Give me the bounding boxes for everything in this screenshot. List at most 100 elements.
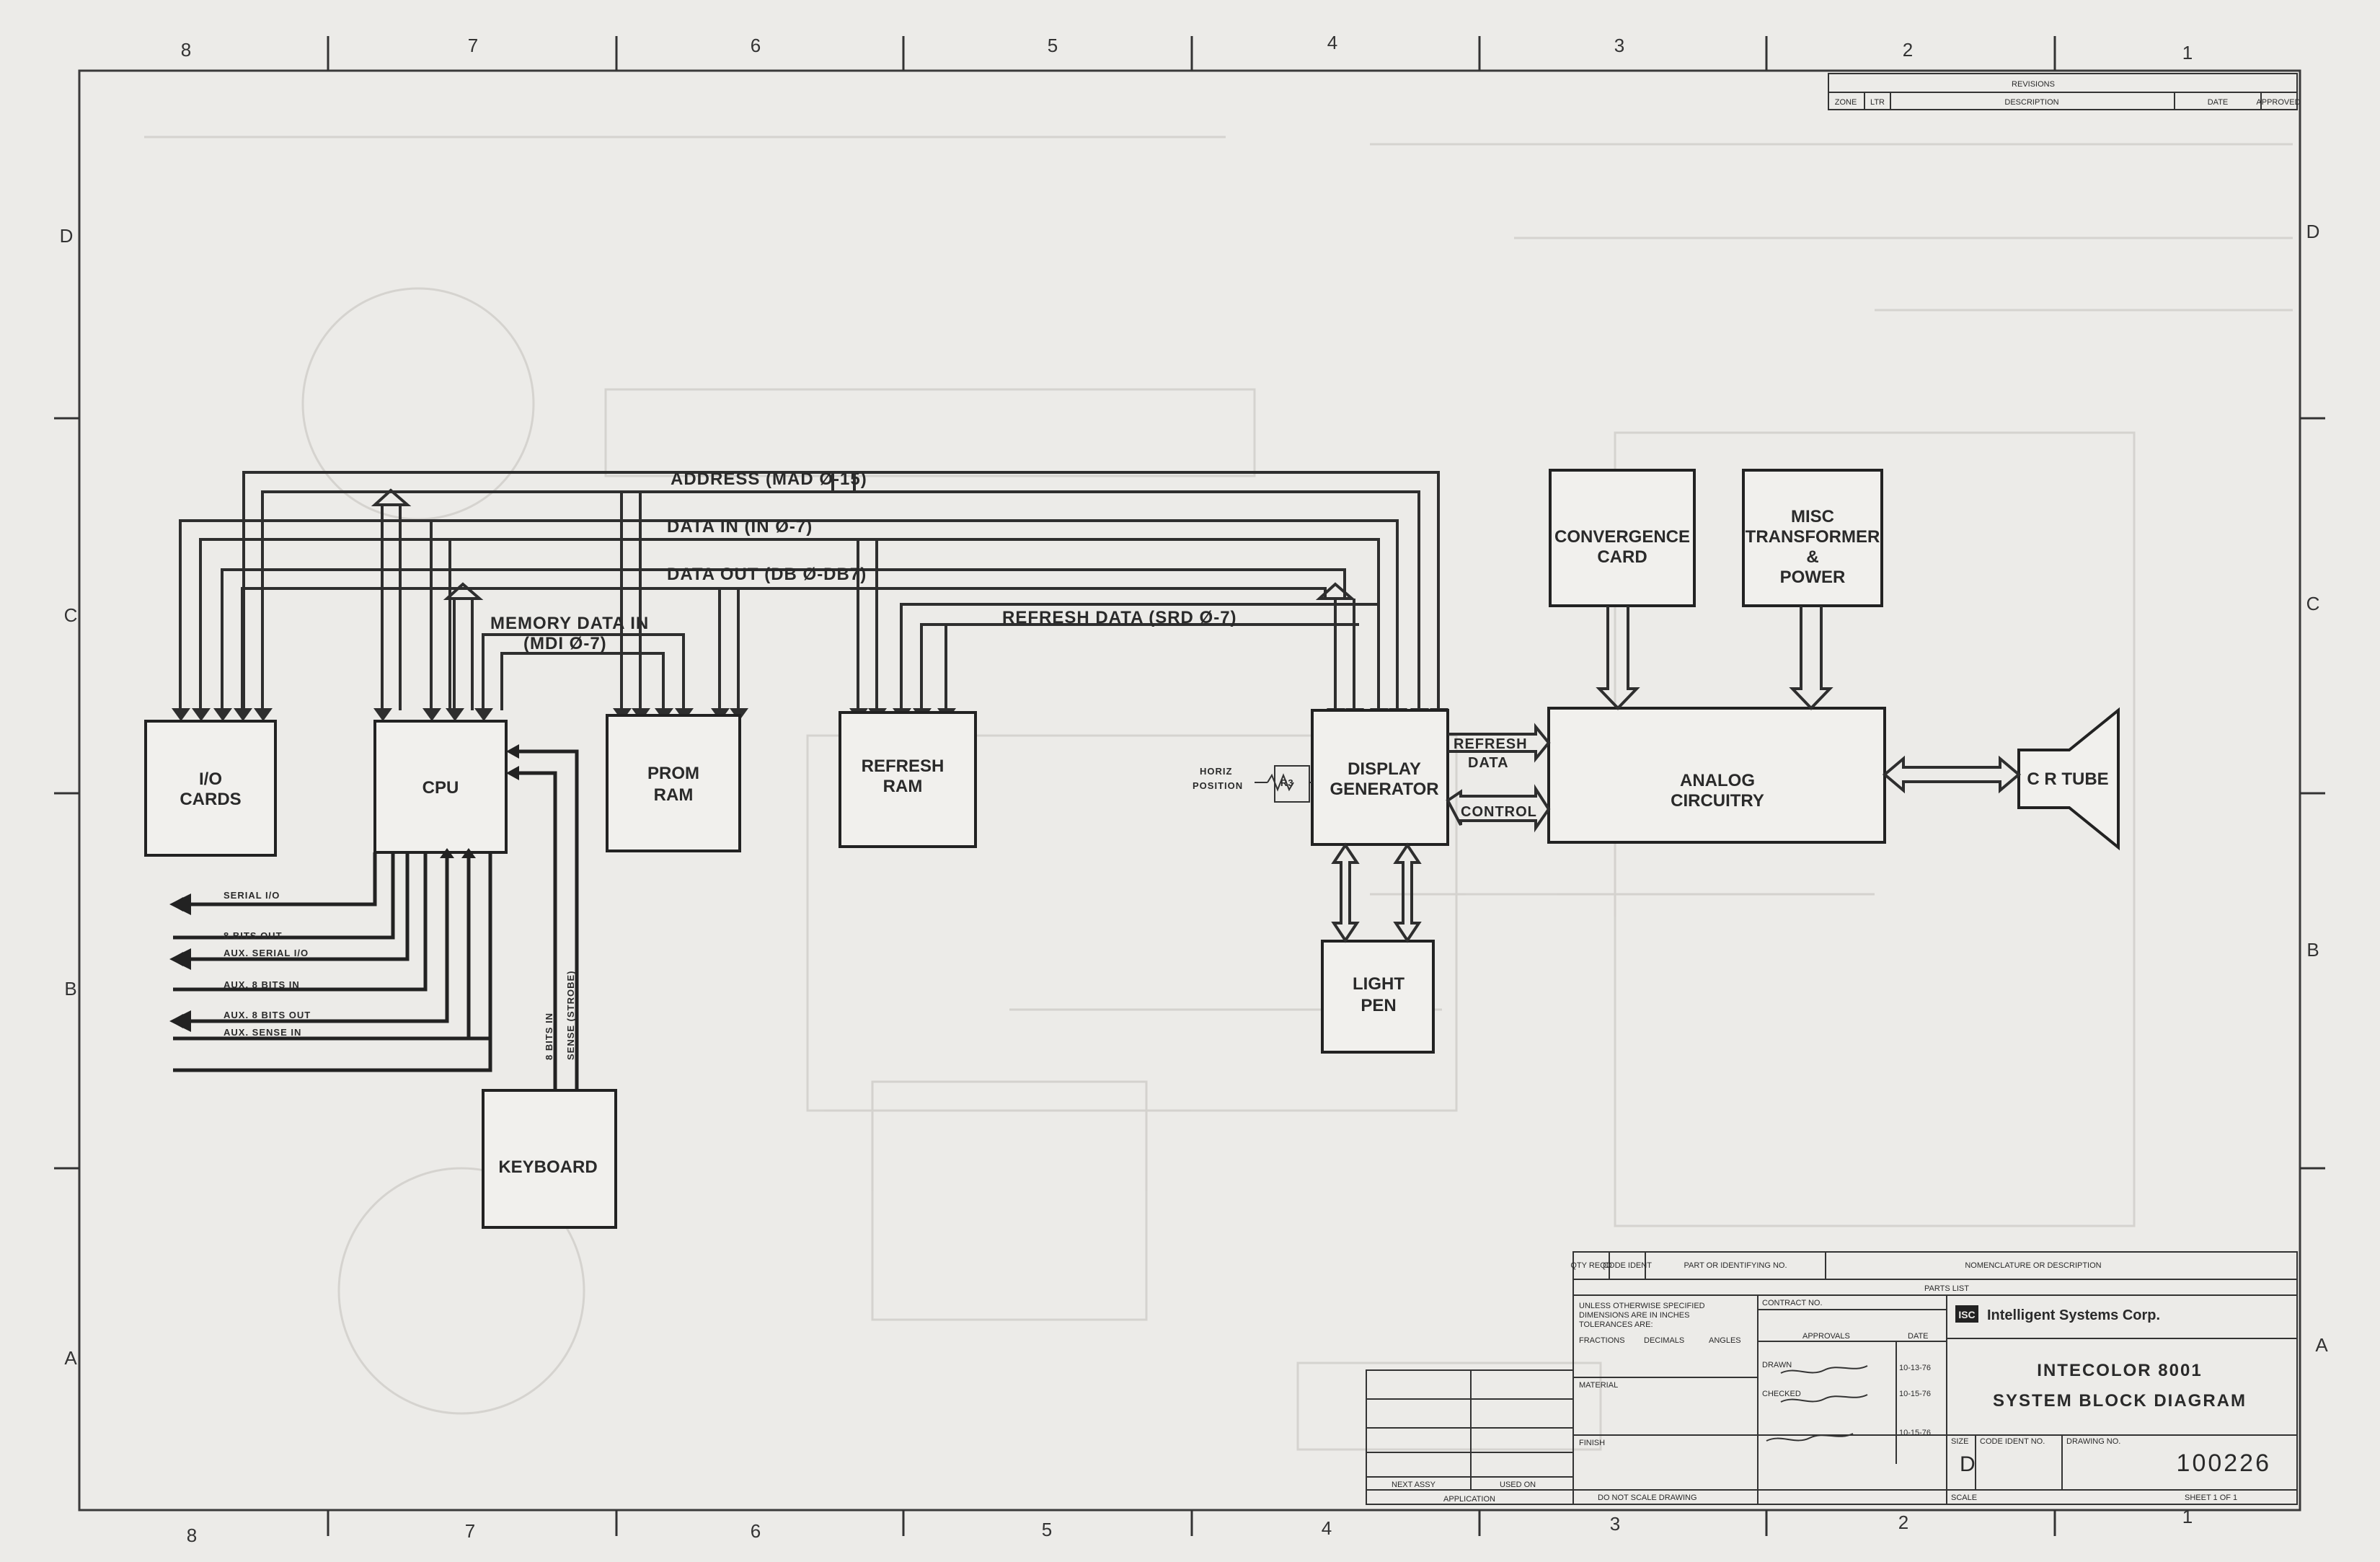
svg-text:DIMENSIONS ARE IN INCHES: DIMENSIONS ARE IN INCHES xyxy=(1579,1311,1689,1320)
refresh-data-bus-label: REFRESH DATA (SRD Ø-7) xyxy=(1002,608,1237,627)
svg-text:CODE IDENT NO.: CODE IDENT NO. xyxy=(1980,1437,2045,1446)
svg-text:C: C xyxy=(2306,593,2320,614)
svg-text:FRACTIONS: FRACTIONS xyxy=(1579,1336,1625,1345)
svg-text:B: B xyxy=(2306,939,2319,961)
cpu-label: CPU xyxy=(423,778,459,798)
drawn-signature xyxy=(1780,1365,1868,1374)
convergence-card-block xyxy=(1549,469,1696,607)
keyboard-strobe-label: SENSE (STROBE) xyxy=(565,970,576,1060)
svg-text:D: D xyxy=(60,225,74,247)
svg-text:NOMENCLATURE OR DESCRIPTION: NOMENCLATURE OR DESCRIPTION xyxy=(1965,1261,2101,1270)
zone-labels-bottom: 8 7 6 5 4 3 2 1 xyxy=(187,1506,2193,1546)
io-cards-label-2: CARDS xyxy=(180,790,241,809)
svg-text:10-13-76: 10-13-76 xyxy=(1899,1364,1931,1372)
svg-text:7: 7 xyxy=(468,35,478,56)
svg-text:4: 4 xyxy=(1327,32,1337,53)
svg-text:PART OR IDENTIFYING NO.: PART OR IDENTIFYING NO. xyxy=(1684,1261,1787,1270)
svg-text:2: 2 xyxy=(1898,1512,1908,1533)
convergence-card-label-2: CARD xyxy=(1597,547,1647,567)
svg-text:DESCRIPTION: DESCRIPTION xyxy=(2004,98,2058,107)
svg-text:SCALE: SCALE xyxy=(1951,1493,1977,1502)
svg-text:1: 1 xyxy=(2182,1506,2193,1527)
r3-label: R3 xyxy=(1280,777,1294,788)
svg-text:B: B xyxy=(64,978,76,1000)
revisions-title: REVISIONS xyxy=(2012,80,2055,89)
svg-text:10-15-76: 10-15-76 xyxy=(1899,1429,1931,1437)
misc-transformer-label-3: & xyxy=(1806,547,1818,567)
refresh-ram-label-1: REFRESH xyxy=(862,756,945,776)
display-generator-label-2: GENERATOR xyxy=(1330,780,1438,799)
io-line-aux-8bits-out: AUX. 8 BITS OUT xyxy=(224,1010,311,1020)
misc-transformer-label-2: TRANSFORMER xyxy=(1746,527,1880,547)
svg-text:2: 2 xyxy=(1903,39,1913,61)
svg-text:A: A xyxy=(64,1347,77,1369)
horiz-position-label-1: HORIZ xyxy=(1200,766,1232,777)
svg-text:DRAWN: DRAWN xyxy=(1762,1361,1792,1369)
svg-text:UNLESS OTHERWISE SPECIFIED: UNLESS OTHERWISE SPECIFIED xyxy=(1579,1302,1705,1310)
memory-data-in-label: MEMORY DATA IN xyxy=(490,614,649,633)
svg-text:ANGLES: ANGLES xyxy=(1709,1336,1741,1345)
misc-transformer-label-4: POWER xyxy=(1780,568,1846,587)
svg-text:CONTRACT NO.: CONTRACT NO. xyxy=(1762,1299,1823,1307)
io-line-aux-sense: AUX. SENSE IN xyxy=(224,1027,301,1038)
keyboard-label: KEYBOARD xyxy=(498,1157,597,1177)
analog-circuitry-label-1: ANALOG xyxy=(1680,771,1755,790)
svg-text:DRAWING NO.: DRAWING NO. xyxy=(2066,1437,2120,1446)
bus-lines xyxy=(172,471,1448,721)
light-pen-block xyxy=(1321,940,1435,1054)
svg-text:8: 8 xyxy=(187,1525,197,1546)
horiz-position-label-2: POSITION xyxy=(1193,780,1243,791)
display-generator-block xyxy=(1311,709,1449,846)
refresh-data-link-label-1: REFRESH xyxy=(1454,736,1528,752)
svg-text:C: C xyxy=(64,604,78,626)
svg-text:ZONE: ZONE xyxy=(1835,98,1857,107)
svg-text:D: D xyxy=(2306,221,2320,242)
io-line-aux-serial: AUX. SERIAL I/O xyxy=(224,948,309,958)
svg-text:4: 4 xyxy=(1322,1517,1332,1539)
svg-text:DO NOT SCALE DRAWING: DO NOT SCALE DRAWING xyxy=(1598,1493,1697,1502)
misc-transformer-block xyxy=(1742,469,1883,607)
refresh-ram-label-2: RAM xyxy=(883,777,923,796)
keyboard-8bits-label: 8 BITS IN xyxy=(544,1012,554,1060)
svg-text:LTR: LTR xyxy=(1870,98,1885,107)
io-cards-block xyxy=(144,720,277,857)
cr-tube-label: C R TUBE xyxy=(2027,769,2108,789)
application-block: NEXT ASSY USED ON APPLICATION xyxy=(1366,1369,1574,1505)
svg-text:5: 5 xyxy=(1042,1519,1052,1540)
misc-transformer-label-1: MISC xyxy=(1791,507,1834,526)
zone-ticks xyxy=(54,36,2325,1536)
svg-text:NEXT ASSY: NEXT ASSY xyxy=(1392,1481,1436,1489)
parts-list: QTY REQD CODE IDENT PART OR IDENTIFYING … xyxy=(1570,1251,2298,1296)
data-out-bus-label: DATA OUT (DB Ø-DB7) xyxy=(667,565,867,584)
title-block: UNLESS OTHERWISE SPECIFIED DIMENSIONS AR… xyxy=(1572,1294,2298,1505)
svg-text:DECIMALS: DECIMALS xyxy=(1644,1336,1684,1345)
cpu-block xyxy=(373,720,508,854)
memory-data-in-sub-label: (MDI Ø-7) xyxy=(523,634,607,653)
prom-ram-label-1: PROM xyxy=(647,764,699,783)
svg-text:8: 8 xyxy=(181,39,191,61)
svg-text:DATE: DATE xyxy=(2208,98,2229,107)
svg-text:MATERIAL: MATERIAL xyxy=(1579,1381,1618,1390)
svg-text:APPROVALS: APPROVALS xyxy=(1802,1332,1850,1341)
cpu-io-arrowheads xyxy=(170,848,476,1028)
cr-tube-symbol xyxy=(2017,707,2120,851)
svg-text:TOLERANCES ARE:: TOLERANCES ARE: xyxy=(1579,1320,1653,1329)
address-bus-label: ADDRESS (MAD Ø-15) xyxy=(671,469,867,489)
svg-text:6: 6 xyxy=(751,1520,761,1542)
svg-text:A: A xyxy=(2315,1334,2328,1356)
refresh-data-link-label-2: DATA xyxy=(1468,755,1509,771)
convergence-card-label-1: CONVERGENCE xyxy=(1554,527,1690,547)
svg-text:SHEET 1 OF 1: SHEET 1 OF 1 xyxy=(2185,1493,2237,1502)
ghost-print xyxy=(144,136,2293,1451)
zone-labels-side: D C B A D C B A xyxy=(60,221,2329,1369)
drawing-number: 100226 xyxy=(2177,1450,2271,1477)
svg-text:1: 1 xyxy=(2182,42,2193,63)
interconnect-arrows xyxy=(1255,606,2022,943)
svg-text:10-15-76: 10-15-76 xyxy=(1899,1390,1931,1398)
company-name: Intelligent Systems Corp. xyxy=(1987,1307,2160,1323)
prom-ram-block xyxy=(606,714,741,852)
svg-text:3: 3 xyxy=(1610,1513,1620,1535)
svg-text:FINISH: FINISH xyxy=(1579,1439,1605,1447)
drawing-title-1: INTECOLOR 8001 xyxy=(2037,1361,2202,1380)
drawing-border xyxy=(78,69,2301,1512)
